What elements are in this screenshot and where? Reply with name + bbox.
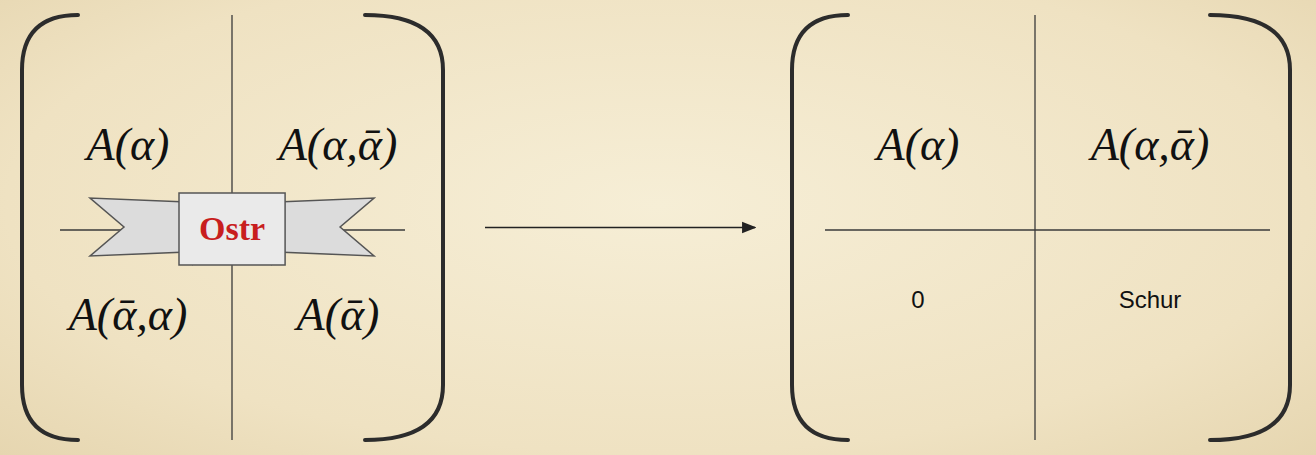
matrix-cell: A(α,ᾱ): [1091, 120, 1210, 171]
matrix-cell: A(ᾱ,α): [69, 290, 188, 341]
matrix-entry: A(α): [877, 119, 960, 170]
transform-arrow: [485, 227, 755, 229]
matrix-entry: A(ᾱ,α): [69, 289, 188, 340]
right-paren: [1210, 15, 1290, 440]
matrix-cell: A(α): [87, 120, 170, 171]
left-paren: [22, 15, 78, 440]
divider-line: [1034, 15, 1035, 440]
matrix-entry: A(ᾱ): [297, 289, 380, 340]
matrix-cell: A(α,ᾱ): [279, 120, 398, 171]
matrix-entry: 0: [911, 286, 924, 313]
matrix-entry: A(α,ᾱ): [279, 119, 398, 170]
matrix-box: Ostr A(α) A(α,ᾱ) A(ᾱ,α) A(ᾱ): [20, 15, 445, 440]
ribbon-banner: Ostr: [84, 190, 380, 270]
matrix-entry: A(α): [87, 119, 170, 170]
ribbon-label: Ostr: [199, 212, 265, 246]
matrix-entry: Schur: [1119, 286, 1182, 313]
matrix-cell: 0: [911, 286, 924, 315]
right-paren: [365, 15, 443, 440]
divider-line: [825, 229, 1270, 230]
matrix-entry: A(α,ᾱ): [1091, 119, 1210, 170]
left-paren: [792, 15, 848, 440]
matrix-box: A(α) A(α,ᾱ) 0 Schur: [790, 15, 1290, 440]
matrix-cell: A(α): [877, 120, 960, 171]
matrix-cell: Schur: [1119, 286, 1182, 315]
matrix-cell: A(ᾱ): [297, 290, 380, 341]
